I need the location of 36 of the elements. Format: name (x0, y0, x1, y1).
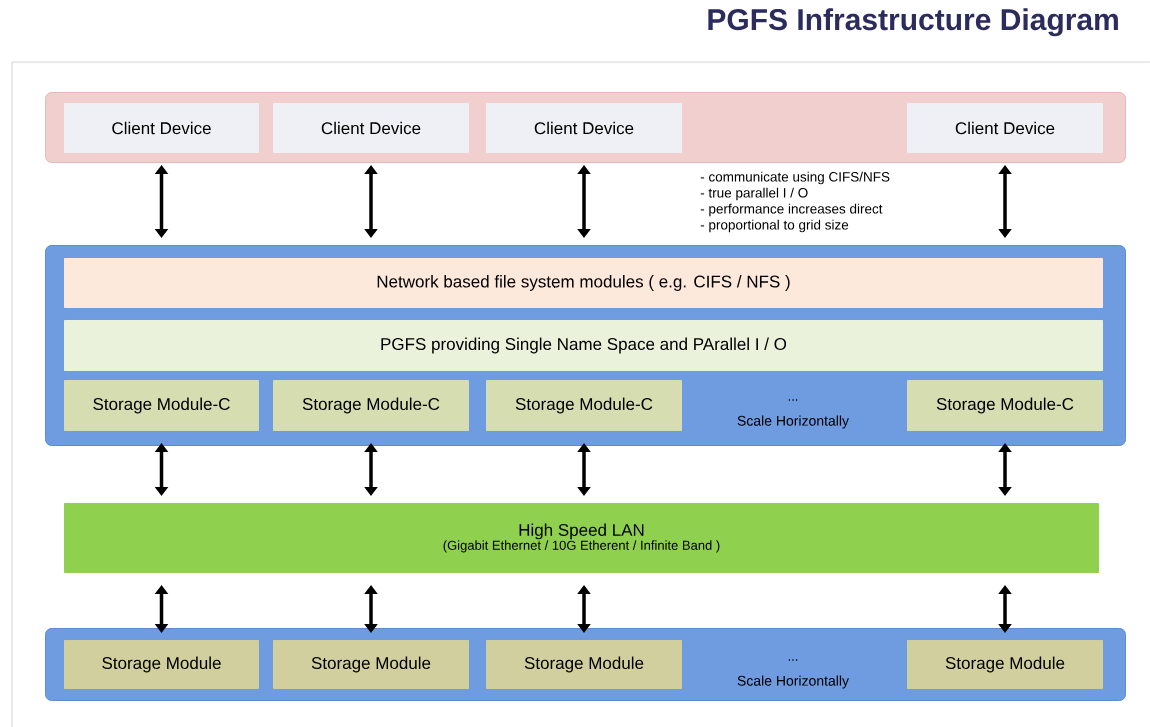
storage-module-box: Storage Module-C (907, 380, 1103, 431)
double-arrow (364, 585, 378, 633)
double-arrow (154, 165, 169, 238)
double-arrow (154, 443, 169, 496)
double-arrow (998, 165, 1012, 238)
module-layer-box: PGFS providing Single Name Space and PArallel I / O (64, 320, 1103, 371)
storage-module-box: Storage Module-C (273, 380, 469, 431)
storage-module-box: Storage Module-C (64, 380, 259, 431)
ellipsis: ... (788, 399, 798, 401)
note-text: - performance increases direct (700, 203, 883, 217)
note-text: - proportional to grid size (700, 219, 849, 233)
module-layer-box: Network based file system modules ( e.g. CIFS / NFS ) (64, 258, 1103, 308)
network-band: High Speed LAN (Gigabit Ethernet / 10G Etherent / Infinite Band ) (64, 503, 1099, 573)
title: PGFS Infrastructure Diagram (708, 8, 1118, 37)
storage-module-box: Storage Module (907, 640, 1103, 689)
double-arrow (364, 443, 378, 496)
storage-module-box: Storage Module (486, 640, 682, 689)
storage-module-box: Storage Module-C (486, 380, 682, 431)
client-device-box: Client Device (486, 103, 682, 153)
scale-note: Scale Horizontally (737, 415, 849, 429)
client-device-box: Client Device (907, 103, 1103, 153)
double-arrow (577, 443, 591, 496)
note-text: - true parallel I / O (700, 187, 808, 201)
double-arrow (577, 585, 591, 633)
double-arrow (154, 585, 169, 633)
storage-module-box: Storage Module (64, 640, 259, 689)
double-arrow (998, 585, 1012, 633)
double-arrow (998, 443, 1012, 496)
ellipsis: ... (788, 659, 798, 661)
note-text: - communicate using CIFS/NFS (700, 171, 890, 185)
client-device-box: Client Device (64, 103, 259, 153)
client-device-box: Client Device (273, 103, 469, 153)
double-arrow (577, 165, 591, 238)
storage-module-box: Storage Module (273, 640, 469, 689)
scale-note: Scale Horizontally (737, 675, 849, 689)
double-arrow (364, 165, 378, 238)
